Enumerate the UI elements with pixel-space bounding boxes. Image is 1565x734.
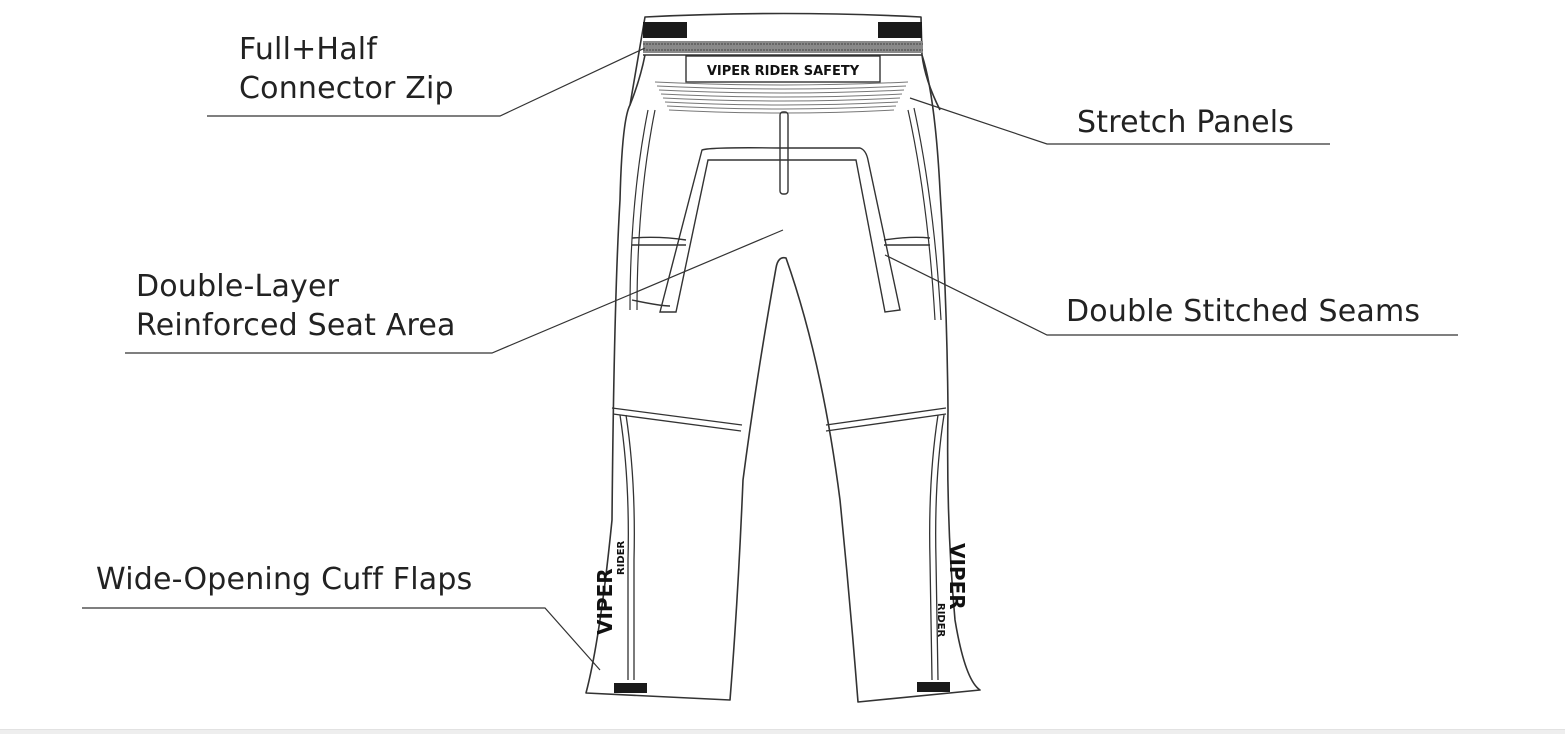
label-cuff-line-1: Wide-Opening Cuff Flaps bbox=[96, 562, 473, 597]
logo-brand-right: VIPER bbox=[945, 543, 969, 610]
connector-zip bbox=[643, 22, 923, 53]
bottom-divider bbox=[0, 729, 1565, 734]
leader-stretch bbox=[909, 97, 1330, 145]
cuff-straps bbox=[614, 682, 950, 693]
label-seams-line-1: Double Stitched Seams bbox=[1066, 294, 1421, 329]
leader-seat bbox=[125, 229, 784, 354]
logo-sub-left: RIDER bbox=[616, 540, 627, 575]
label-connector-zip: Full+Half Connector Zip bbox=[239, 30, 454, 108]
leader-cuff bbox=[82, 607, 601, 671]
leader-zip bbox=[207, 47, 646, 117]
leader-lines bbox=[82, 47, 1458, 671]
logo-sub-right: RIDER bbox=[935, 603, 946, 638]
pants-outline bbox=[585, 12, 981, 703]
label-seat-area: Double-Layer Reinforced Seat Area bbox=[136, 267, 456, 345]
waistband-text: VIPER RIDER SAFETY bbox=[707, 64, 860, 79]
label-cuff-flaps: Wide-Opening Cuff Flaps bbox=[96, 560, 472, 599]
logo-brand-left: VIPER bbox=[593, 568, 617, 635]
stretch-panel bbox=[654, 81, 909, 114]
waistband-label-box: VIPER RIDER SAFETY bbox=[685, 55, 881, 83]
knee-seams bbox=[611, 407, 947, 681]
center-seam bbox=[779, 111, 789, 195]
leg-logo-right: VIPER RIDER bbox=[935, 543, 969, 638]
label-seat-line-2: Reinforced Seat Area bbox=[136, 308, 456, 343]
side-seams bbox=[629, 107, 942, 321]
label-zip-line-1: Full+Half bbox=[239, 32, 378, 67]
label-seat-line-1: Double-Layer bbox=[136, 269, 340, 304]
label-stretch-panels: Stretch Panels bbox=[1077, 103, 1294, 142]
leader-seams bbox=[884, 254, 1458, 336]
leg-logo-left: VIPER RIDER bbox=[593, 540, 627, 635]
label-stretch-line-1: Stretch Panels bbox=[1077, 105, 1295, 140]
label-zip-line-2: Connector Zip bbox=[239, 71, 454, 106]
label-stitched-seams: Double Stitched Seams bbox=[1066, 292, 1420, 331]
seat-panel bbox=[631, 147, 931, 313]
